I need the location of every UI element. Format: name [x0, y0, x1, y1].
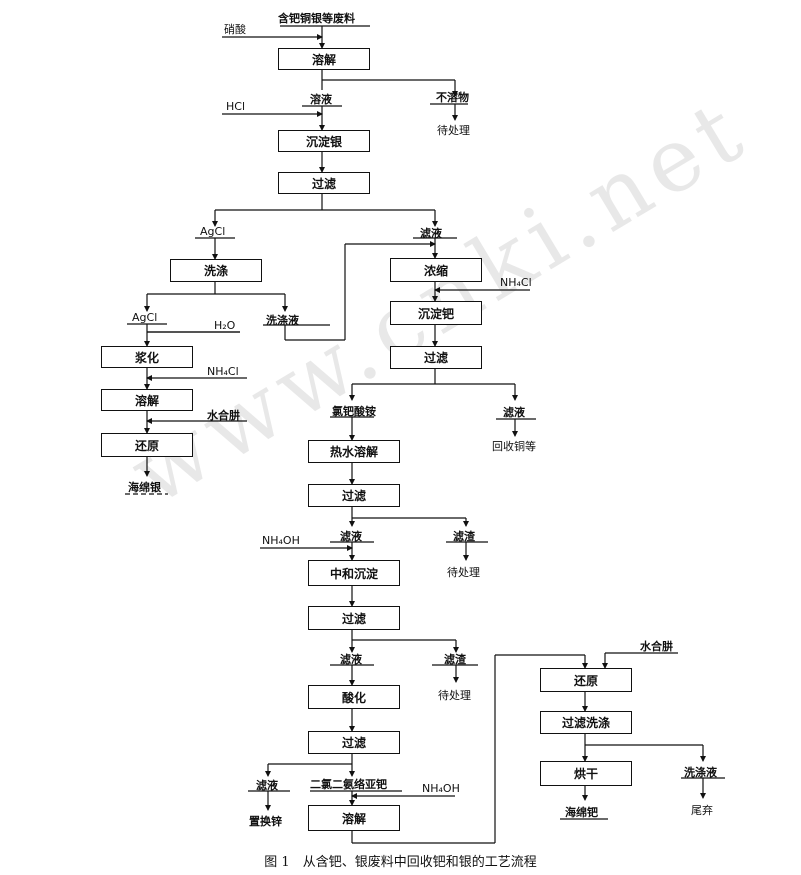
sponge-silver-label: 海绵银: [128, 481, 161, 494]
agcl-label-1: AgCl: [200, 225, 226, 238]
residue-label-2: 滤渣: [444, 653, 466, 666]
precipitate-silver-box: 沉淀银: [278, 130, 370, 152]
filter-box-3: 过滤: [308, 484, 400, 507]
solution-label: 溶液: [310, 93, 332, 106]
ammonium-chloropalladate-label: 氯钯酸铵: [332, 405, 376, 418]
nh4cl-label-2: NH₄Cl: [207, 365, 239, 378]
filter-box-5: 过滤: [308, 731, 400, 754]
neutralize-precipitate-box: 中和沉淀: [308, 560, 400, 586]
h2o-label: H₂O: [214, 319, 236, 332]
pd-complex-label: 二氯二氨络亚钯: [310, 778, 387, 791]
filter-box-1: 过滤: [278, 172, 370, 194]
nitric-acid-label: 硝酸: [224, 23, 246, 36]
acidify-box: 酸化: [308, 685, 400, 709]
sponge-palladium-label: 海绵钯: [565, 806, 598, 819]
dissolve-box: 溶解: [278, 48, 370, 70]
reduce-box-1: 还原: [101, 433, 193, 457]
wash-liquor-label-1: 洗涤液: [266, 314, 299, 327]
hcl-label: HCl: [226, 100, 246, 113]
reduce-box-2: 还原: [540, 668, 632, 692]
nh4cl-label-1: NH₄Cl: [500, 276, 532, 289]
hydrazine-label-1: 水合肼: [207, 409, 240, 422]
recover-copper-label: 回收铜等: [492, 440, 536, 453]
figure-caption: 图 1 从含钯、银废料中回收钯和银的工艺流程: [264, 855, 537, 870]
dry-box: 烘干: [540, 761, 632, 786]
filter-box-4: 过滤: [308, 606, 400, 630]
filtrate-label-4: 滤液: [340, 653, 362, 666]
wash-box: 洗涤: [170, 259, 262, 282]
feed-label: 含钯铜银等废料: [278, 12, 355, 25]
pending-label-3: 待处理: [438, 689, 471, 702]
residue-label-1: 滤渣: [453, 530, 475, 543]
agcl-label-2: AgCl: [132, 311, 158, 324]
zinc-displacement-label: 置换锌: [249, 815, 282, 828]
dissolve-box-3: 溶解: [308, 805, 400, 831]
slurry-box: 浆化: [101, 346, 193, 368]
concentrate-box: 浓缩: [390, 258, 482, 282]
wash-liquor-label-2: 洗涤液: [684, 766, 717, 779]
pending-label-2: 待处理: [447, 566, 480, 579]
filtrate-label-5: 滤液: [256, 779, 278, 792]
tail-discard-label: 尾弃: [691, 804, 713, 817]
pending-label-1: 待处理: [437, 124, 470, 137]
hydrazine-label-2: 水合肼: [640, 640, 673, 653]
filtrate-label-1: 滤液: [420, 227, 442, 240]
nh4oh-label-2: NH₄OH: [422, 782, 460, 795]
nh4oh-label-1: NH₄OH: [262, 534, 300, 547]
filtrate-label-2: 滤液: [503, 406, 525, 419]
hot-water-dissolve-box: 热水溶解: [308, 440, 400, 463]
filtrate-label-3: 滤液: [340, 530, 362, 543]
filter-box-2: 过滤: [390, 346, 482, 369]
dissolve-box-2: 溶解: [101, 389, 193, 411]
precipitate-palladium-box: 沉淀钯: [390, 301, 482, 325]
filter-wash-box: 过滤洗涤: [540, 711, 632, 734]
insoluble-label: 不溶物: [436, 91, 469, 104]
